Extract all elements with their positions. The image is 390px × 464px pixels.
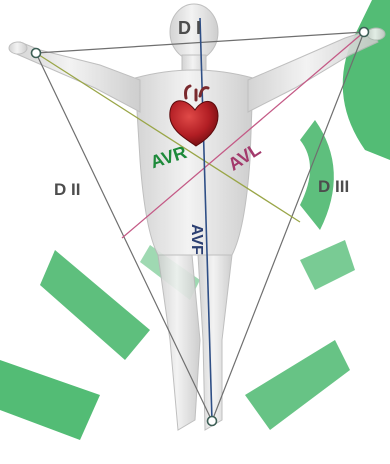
lead-ii-label: D II <box>54 180 80 199</box>
watermark-shape-bottom-left <box>0 360 100 440</box>
watermark-shape-bottom-right <box>245 340 350 430</box>
watermark-shape-top-right <box>343 0 390 160</box>
lead-iii-label: D III <box>318 177 349 196</box>
watermark-shape-center-left <box>40 250 150 360</box>
left-hand <box>9 42 27 54</box>
electrode-icon <box>208 417 217 426</box>
watermark-shape-right-mid <box>300 240 355 290</box>
avf-label: AVF <box>188 224 205 255</box>
right-hand <box>367 28 385 40</box>
watermark-shape-right-arc <box>300 120 334 230</box>
electrode-icon <box>32 49 41 58</box>
electrode-icon <box>360 28 369 37</box>
left-leg <box>158 255 200 430</box>
lead-i-label: D I <box>178 18 201 38</box>
